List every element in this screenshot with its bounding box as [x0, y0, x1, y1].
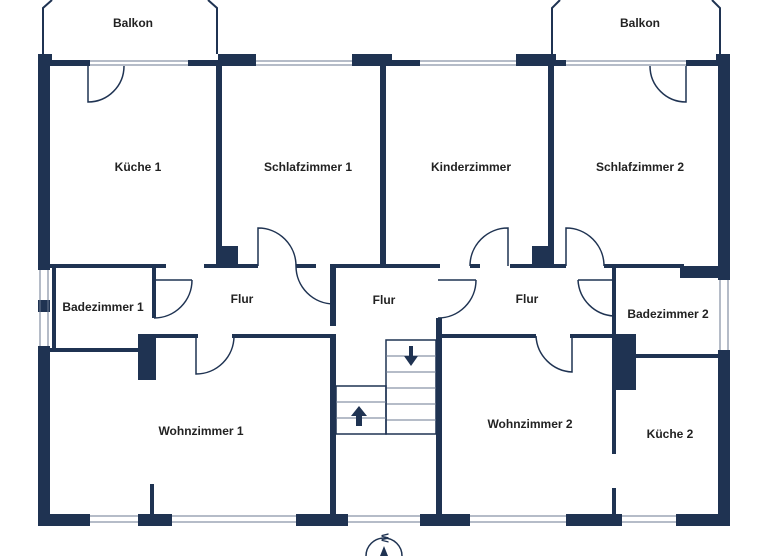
label-wohnzimmer-1: Wohnzimmer 1: [158, 424, 243, 438]
door-schlafzimmer1: [257, 227, 297, 267]
walls: [38, 54, 730, 526]
door-flur-right: [469, 227, 509, 267]
stairs: [335, 339, 437, 435]
balcony-outlines: [42, 0, 721, 54]
door-wohnzimmer2: [535, 335, 573, 373]
door-stairs: [437, 279, 477, 319]
windows: [39, 60, 729, 523]
arrow-up-icon: [351, 406, 367, 426]
arrow-down-icon: [404, 346, 418, 366]
room-labels: Balkon Balkon Küche 1 Schlafzimmer 1 Kin…: [62, 16, 709, 441]
label-balkon-right: Balkon: [620, 16, 660, 30]
balcony-right-outline: [551, 0, 721, 54]
balcony-left-outline: [42, 0, 218, 54]
label-badezimmer-1: Badezimmer 1: [62, 300, 144, 314]
doors: [87, 65, 687, 375]
label-flur-right: Flur: [516, 292, 539, 306]
label-kueche-1: Küche 1: [115, 160, 162, 174]
label-kinderzimmer: Kinderzimmer: [431, 160, 511, 174]
door-schlafzimmer2: [565, 227, 605, 267]
label-wohnzimmer-2: Wohnzimmer 2: [487, 417, 572, 431]
label-kueche-2: Küche 2: [647, 427, 694, 441]
door-badezimmer1: [153, 279, 193, 319]
label-balkon-left: Balkon: [113, 16, 153, 30]
label-schlafzimmer-2: Schlafzimmer 2: [596, 160, 684, 174]
door-wohnzimmer1: [195, 335, 235, 375]
label-flur-left: Flur: [231, 292, 254, 306]
door-kueche1-balkon: [87, 65, 125, 103]
label-flur-center: Flur: [373, 293, 396, 307]
label-badezimmer-2: Badezimmer 2: [627, 307, 709, 321]
compass-label: W: [378, 533, 389, 543]
door-badezimmer2: [577, 279, 615, 317]
stair-arrows: [351, 346, 418, 426]
door-balkon-right: [649, 65, 687, 103]
door-flur-center: [295, 265, 335, 305]
compass-icon: W: [365, 533, 403, 557]
label-schlafzimmer-1: Schlafzimmer 1: [264, 160, 352, 174]
